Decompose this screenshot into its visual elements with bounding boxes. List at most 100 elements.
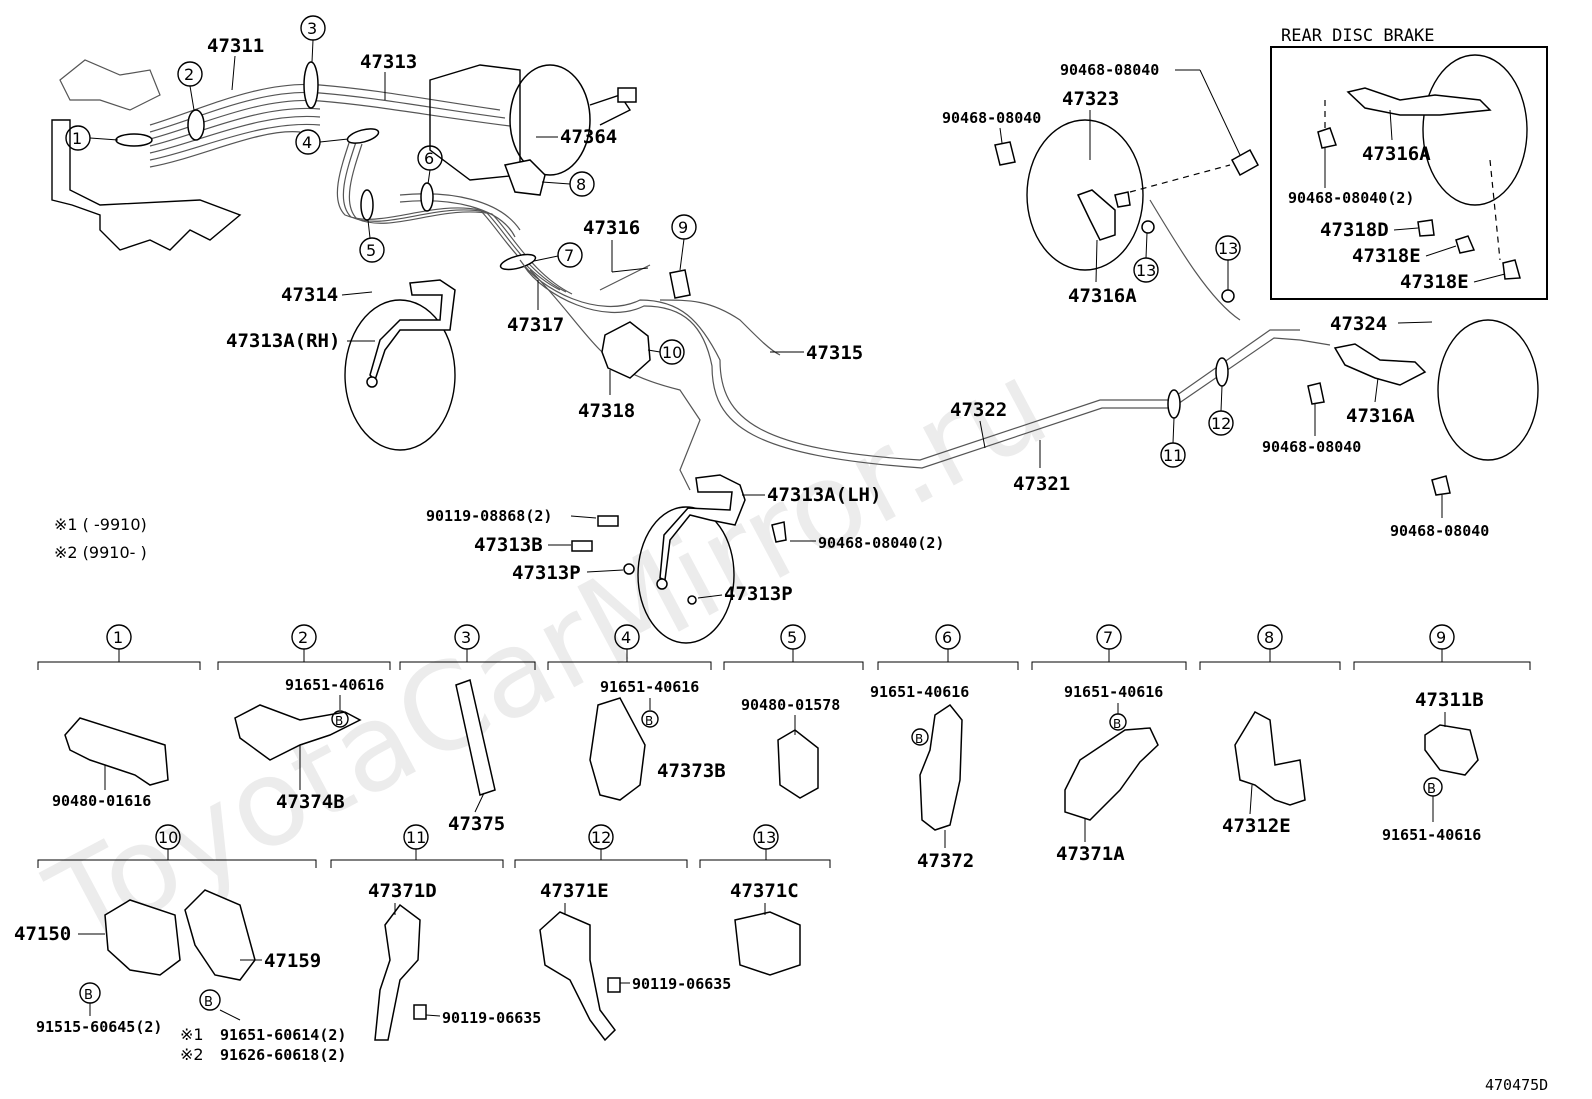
callout-7: 7: [533, 242, 583, 268]
callout-2: 2: [177, 61, 203, 111]
callout-circles: 1 2 3 4 5 6 7 8 9 10 11 12 13 13: [65, 15, 1241, 468]
group-13: 13: [753, 824, 779, 860]
upper-part-labels: 47311 47313 47364 47314 47313A(RH) 47316…: [54, 26, 1506, 605]
callout-4: 4: [295, 129, 349, 155]
svg-text:9: 9: [678, 218, 688, 237]
label-47364: 47364: [560, 126, 617, 148]
svg-text:13: 13: [756, 828, 776, 847]
svg-text:2: 2: [184, 65, 194, 84]
label-90468-left: 90468-08040: [942, 109, 1041, 127]
label-90468-r2: 90468-08040: [1390, 522, 1489, 540]
svg-text:B: B: [335, 714, 343, 728]
svg-text:1: 1: [113, 628, 123, 647]
label-47321: 47321: [1013, 473, 1070, 495]
svg-text:11: 11: [1163, 446, 1183, 465]
group-6: 6: [935, 624, 961, 662]
inset-title: REAR DISC BRAKE: [1281, 26, 1435, 46]
svg-text:B: B: [645, 714, 653, 728]
label-47317: 47317: [507, 314, 564, 336]
callout-13b: 13: [1215, 235, 1241, 290]
label-47323: 47323: [1062, 88, 1119, 110]
front-lh-brake: [571, 474, 787, 644]
clamp-47373b: [589, 697, 646, 801]
label-90468-r1: 90468-08040: [1262, 438, 1361, 456]
label-47313: 47313: [360, 51, 417, 73]
svg-text:B: B: [915, 732, 923, 746]
label-47313a-rh: 47313A(RH): [226, 330, 340, 352]
clamp-47374b: [234, 704, 362, 761]
callout-11: 11: [1160, 417, 1186, 468]
label-47322: 47322: [950, 399, 1007, 421]
svg-text:5: 5: [787, 628, 797, 647]
group-1: 1: [106, 624, 132, 662]
svg-text:3: 3: [307, 19, 317, 38]
middle-brake-lines: [503, 159, 1301, 491]
callout-5: 5: [359, 219, 385, 263]
label-47316a-3: 47316A: [1346, 405, 1415, 427]
clamp-47312e: [1234, 711, 1306, 806]
bl-47312e: 47312E: [1222, 815, 1291, 837]
bolt-90119-06635-b: [607, 977, 621, 993]
bolt-90119-06635-a: [413, 1004, 427, 1020]
svg-text:6: 6: [942, 628, 952, 647]
label-47313b: 47313B: [474, 534, 543, 556]
svg-text:8: 8: [1264, 628, 1274, 647]
bl-47373b: 47373B: [657, 760, 726, 782]
group-3: 3: [454, 624, 480, 662]
group-2: 2: [291, 624, 317, 662]
front-rh-brake: [344, 279, 456, 451]
label-47318: 47318: [578, 400, 635, 422]
group-12: 12: [588, 824, 614, 860]
callout-10: 10: [647, 339, 685, 365]
svg-text:12: 12: [1211, 414, 1231, 433]
svg-text:10: 10: [662, 343, 682, 362]
bl-47371c: 47371C: [730, 880, 799, 902]
valve-47150: [104, 899, 181, 976]
svg-text:B: B: [204, 995, 213, 1010]
bl-91626: 91626-60618(2): [220, 1046, 346, 1064]
clamp-47372: [919, 703, 963, 831]
clamp-47371e: [539, 911, 616, 1042]
group-9: 9: [1429, 624, 1455, 662]
svg-text:13: 13: [1218, 239, 1238, 258]
rear-rh-brake-upper: [994, 119, 1260, 271]
svg-text:7: 7: [564, 246, 574, 265]
clamp-47375: [455, 679, 496, 796]
svg-text:B: B: [84, 988, 93, 1003]
bl-91515: 91515-60645(2): [36, 1018, 162, 1036]
bl-47311b: 47311B: [1415, 689, 1484, 711]
label-47314: 47314: [281, 284, 338, 306]
clamp-47371a: [1064, 727, 1159, 821]
label-47324: 47324: [1330, 313, 1387, 335]
label-47318e-1: 47318E: [1352, 245, 1421, 267]
svg-text:10: 10: [158, 828, 178, 847]
rear-lh-brake: [1299, 319, 1539, 496]
callout-1: 1: [65, 125, 119, 151]
label-90468-top: 90468-08040: [1060, 61, 1159, 79]
label-47316a-2: 47316A: [1362, 143, 1431, 165]
ref-2: ※2: [180, 1045, 204, 1064]
label-47311: 47311: [207, 35, 264, 57]
bl-90480-01578: 90480-01578: [741, 696, 840, 714]
label-47316a-1: 47316A: [1068, 285, 1137, 307]
svg-text:4: 4: [621, 628, 631, 647]
bl-47150: 47150: [14, 923, 71, 945]
label-47318d: 47318D: [1320, 219, 1389, 241]
svg-text:13: 13: [1136, 261, 1156, 280]
bl-47372: 47372: [917, 850, 974, 872]
clamp-90480-01616: [64, 717, 169, 786]
group-5: 5: [780, 624, 806, 662]
bl-47371a: 47371A: [1056, 843, 1125, 865]
label-47316: 47316: [583, 217, 640, 239]
label-47318e-2: 47318E: [1400, 271, 1469, 293]
svg-text:6: 6: [424, 149, 434, 168]
label-47313p-2: 47313P: [724, 583, 793, 605]
callout-12: 12: [1208, 385, 1234, 436]
label-90468-mid: 90468-08040(2): [818, 534, 944, 552]
svg-text:7: 7: [1103, 628, 1113, 647]
svg-text:4: 4: [302, 133, 312, 152]
bottom-part-groups: 1 2 3 4 5 6 7 8 9 10 11 12 13 90480-0161…: [14, 624, 1548, 1094]
bl-47159: 47159: [264, 950, 321, 972]
label-47313a-lh: 47313A(LH): [767, 484, 881, 506]
